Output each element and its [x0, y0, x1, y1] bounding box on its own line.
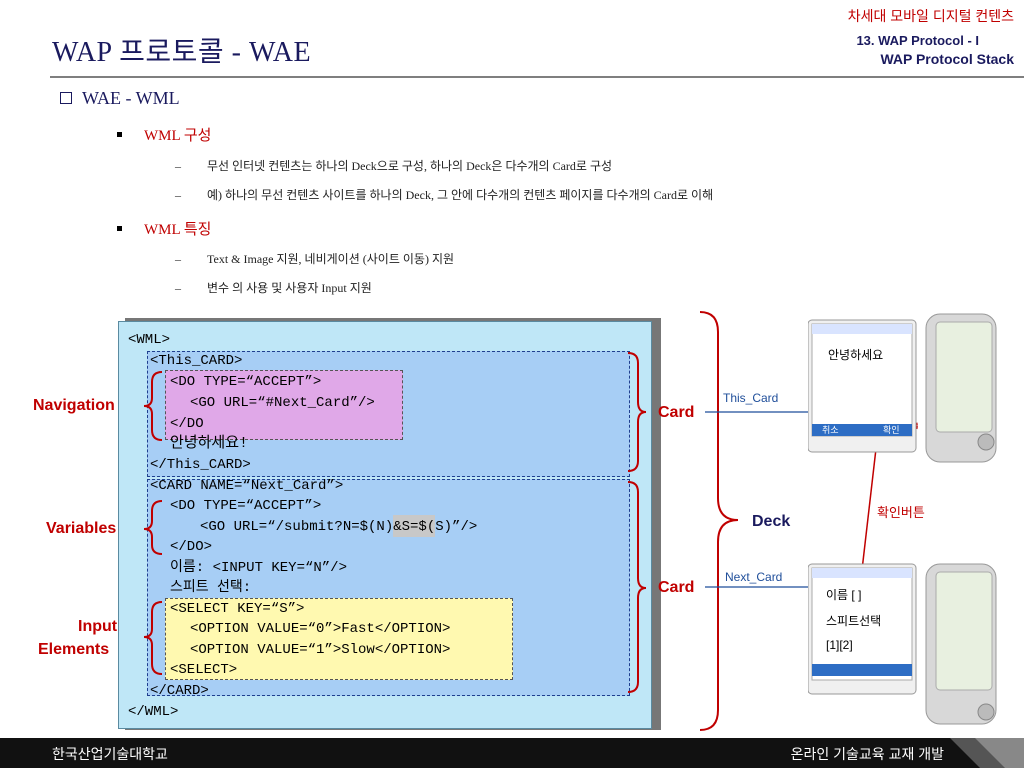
- phone-body-icon: [808, 313, 997, 463]
- list-item: – 변수 의 사용 및 사용자 Input 지원: [175, 279, 372, 296]
- code-line: </DO: [170, 416, 204, 432]
- page-title: WAP 프로토콜 - WAE: [52, 37, 312, 68]
- outline-heading-text: WAE - WML: [82, 88, 180, 108]
- deck-brace: [699, 311, 739, 731]
- deck-label: Deck: [752, 513, 791, 530]
- phone-this-card: 안녕하세요 취소 확인: [808, 312, 1008, 464]
- confirm-arrow-line: [861, 439, 878, 571]
- footer-bar: [0, 738, 1024, 768]
- phone2-speed-label: 스피트선택: [826, 614, 882, 628]
- list-item-text: 무선 인터넷 컨텐츠는 하나의 Deck으로 구성, 하나의 Deck은 다수개…: [207, 159, 613, 173]
- outline-heading: WAE - WML: [60, 88, 180, 109]
- card-top-brace: [627, 352, 647, 472]
- group-title-text: WML 특징: [144, 222, 212, 238]
- next-card-label: Next_Card: [725, 570, 783, 584]
- card-label-bottom: Card: [658, 579, 695, 596]
- phone1-confirm-softkey[interactable]: 확인: [883, 425, 900, 435]
- square-bullet-icon: [117, 132, 122, 138]
- input-label-line2: Elements: [38, 641, 110, 658]
- phone1-screen-text: 안녕하세요: [828, 348, 884, 362]
- input-label-line1: Input: [78, 618, 118, 635]
- code-line: <CARD NAME=“Next_Card”>: [150, 478, 344, 494]
- phone2-speed-options[interactable]: [1][2]: [826, 638, 853, 652]
- phone2-name-field[interactable]: 이름 [ ]: [826, 588, 862, 602]
- code-line: 스피트 선택:: [170, 580, 252, 596]
- checkbox-bullet-icon: [60, 91, 72, 104]
- code-line: <GO URL=“/submit?N=$(N)&S=$(S)”/>: [200, 519, 478, 535]
- card-label-top: Card: [658, 404, 695, 421]
- list-item: – 무선 인터넷 컨텐츠는 하나의 Deck으로 구성, 하나의 Deck은 다수…: [175, 157, 612, 174]
- group-title-text: WML 구성: [144, 128, 212, 144]
- footer-project: 온라인 기술교육 교재 개발: [790, 746, 944, 762]
- code-line: 이름: <INPUT KEY=“N”/>: [170, 560, 347, 576]
- code-line: <This_CARD>: [150, 353, 243, 369]
- variable-highlight: [393, 515, 435, 537]
- code-line: <OPTION VALUE=“1”>Slow</OPTION>: [190, 642, 451, 658]
- code-line: <WML>: [128, 332, 171, 348]
- code-line: <DO TYPE=“ACCEPT”>: [170, 374, 322, 390]
- this-card-label: This_Card: [723, 391, 779, 405]
- list-item: – 예) 하나의 무선 컨텐츠 사이트를 하나의 Deck, 그 안에 다수개의 …: [175, 186, 713, 203]
- list-item-text: 예) 하나의 무선 컨텐츠 사이트를 하나의 Deck, 그 안에 다수개의 컨…: [207, 188, 714, 202]
- variables-brace: [143, 500, 163, 555]
- input-brace: [143, 601, 163, 675]
- code-line: <OPTION VALUE=“0”>Fast</OPTION>: [190, 621, 451, 637]
- variables-label: Variables: [46, 520, 117, 537]
- code-line: </CARD>: [150, 683, 209, 699]
- code-line: <GO URL=“#Next_Card”/>: [190, 395, 375, 411]
- navigation-brace: [143, 371, 163, 441]
- footer-decoration-icon: [950, 738, 1024, 768]
- list-item: – Text & Image 지원, 네비게이션 (사이트 이동) 지원: [175, 250, 454, 267]
- input-elements-highlight: [165, 598, 513, 680]
- card-bottom-brace: [627, 481, 647, 693]
- code-line: </This_CARD>: [150, 457, 251, 473]
- course-name: 차세대 모바일 디지털 컨텐츠: [847, 8, 1014, 24]
- code-line: <DO TYPE=“ACCEPT”>: [170, 498, 322, 514]
- phone-next-card: 이름 [ ] 스피트선택 [1][2]: [808, 562, 1008, 732]
- confirm-button-label: 확인버튼: [877, 505, 925, 520]
- code-line: </DO>: [170, 539, 213, 555]
- navigation-label: Navigation: [33, 397, 115, 414]
- dash-bullet-icon: –: [175, 281, 181, 295]
- chapter-title: 13. WAP Protocol - I: [856, 33, 979, 48]
- list-item-text: 변수 의 사용 및 사용자 Input 지원: [207, 281, 372, 295]
- phone1-cancel-softkey[interactable]: 취소: [822, 425, 839, 435]
- footer-school: 한국산업기술대학교: [52, 746, 168, 762]
- phone-body-icon: [808, 563, 997, 725]
- code-line: <SELECT>: [170, 662, 238, 678]
- group-title-features: WML 특징: [117, 218, 211, 239]
- list-item-text: Text & Image 지원, 네비게이션 (사이트 이동) 지원: [207, 252, 455, 266]
- dash-bullet-icon: –: [175, 159, 181, 173]
- dash-bullet-icon: –: [175, 188, 181, 202]
- header-divider: [50, 76, 1024, 78]
- dash-bullet-icon: –: [175, 252, 181, 266]
- section-title: WAP Protocol Stack: [880, 51, 1014, 67]
- code-line: 안녕하세요!: [170, 435, 249, 452]
- navigation-highlight: [165, 370, 403, 440]
- group-title-composition: WML 구성: [117, 124, 211, 145]
- code-line: </WML>: [128, 704, 179, 720]
- square-bullet-icon: [117, 226, 122, 232]
- code-line: <SELECT KEY=“S”>: [170, 601, 305, 617]
